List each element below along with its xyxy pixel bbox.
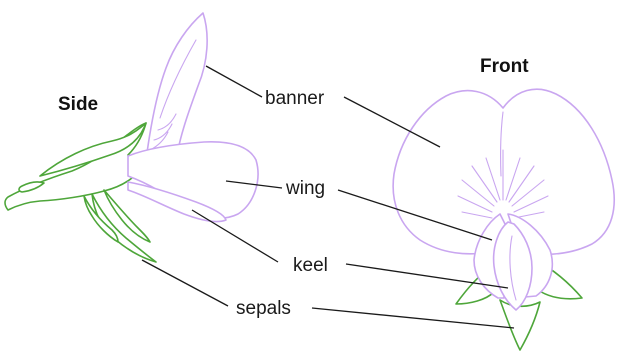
label-wing: wing	[285, 178, 325, 199]
side-view-title: Side	[58, 94, 98, 115]
leader-keel-side	[192, 210, 278, 262]
label-sepals: sepals	[236, 298, 291, 319]
front-sepal-bottom	[500, 300, 540, 350]
label-keel: keel	[293, 255, 328, 276]
leader-sepals-front	[312, 308, 514, 328]
front-view-flower	[393, 89, 614, 350]
leader-sepals-side	[142, 260, 228, 306]
leader-banner-side	[206, 66, 262, 97]
side-banner	[146, 13, 207, 164]
label-banner: banner	[265, 88, 325, 109]
side-view-flower	[5, 13, 258, 262]
side-banner-petal	[146, 13, 207, 164]
front-view-title: Front	[480, 56, 529, 77]
